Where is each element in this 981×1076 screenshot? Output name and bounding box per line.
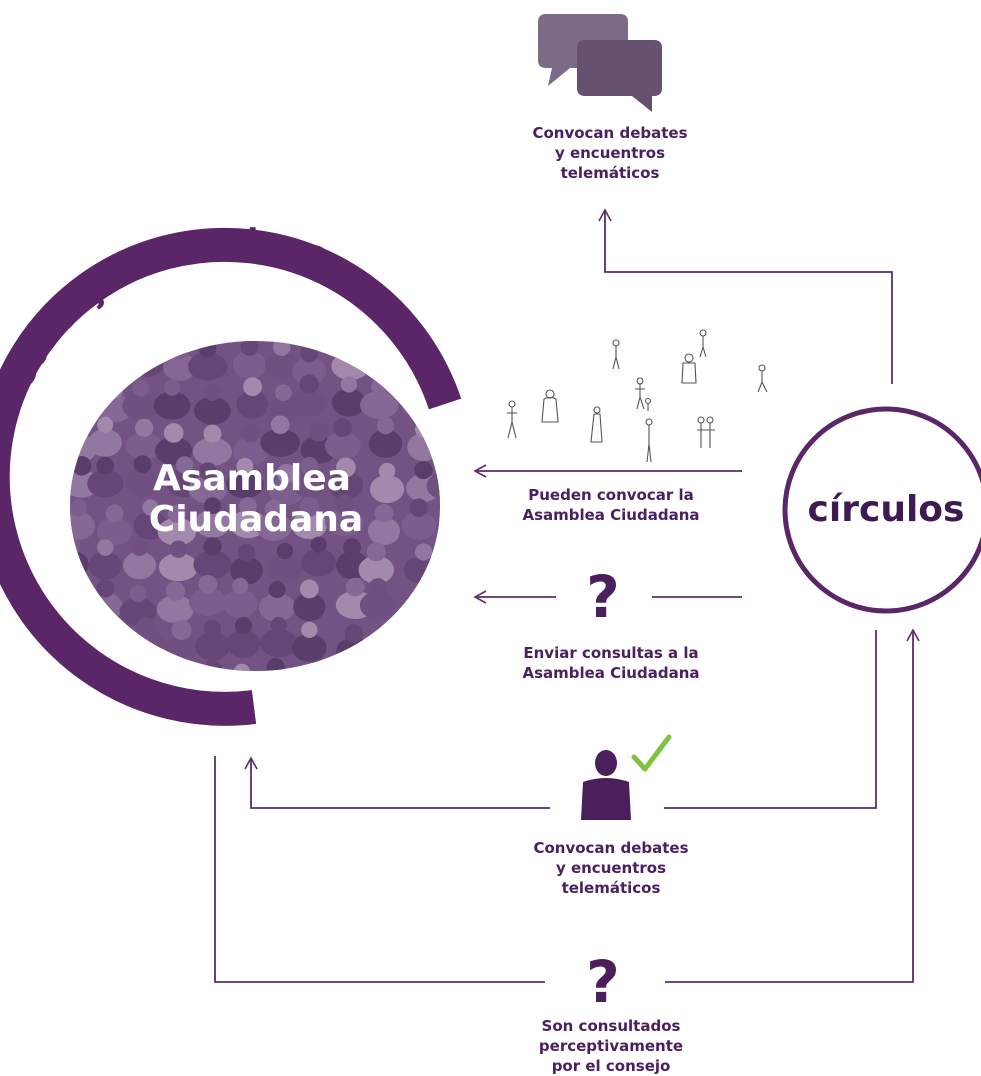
person-check-icon — [581, 734, 672, 820]
label-top-line: y encuentros — [554, 144, 666, 162]
speech-bubbles-icon — [538, 14, 662, 112]
label-top-line: Convocan debates — [532, 124, 688, 142]
circles-node — [782, 406, 981, 614]
label-middle: Convocan debates y encuentros telemático… — [480, 838, 742, 898]
arrow-circles-to-top — [598, 208, 893, 384]
label-middle-line: Convocan debates — [533, 839, 689, 857]
question-mark-icon: ? — [586, 563, 620, 631]
arrow-middle-right — [664, 630, 877, 809]
arrow-middle-left — [244, 756, 550, 809]
label-send: Enviar consultas a la Asamblea Ciudadana — [480, 643, 742, 683]
label-bottom: Son consultados perceptivamente por el c… — [480, 1016, 742, 1076]
label-send-line: Asamblea Ciudadana — [522, 664, 700, 682]
question-mark-icon: ? — [586, 948, 620, 1016]
label-send-line: Enviar consultas a la — [523, 644, 699, 662]
assembly-title-line1: Asamblea — [153, 458, 351, 499]
arrow-bottom-right — [665, 628, 920, 983]
arrow-bottom-left — [214, 756, 545, 983]
label-convene-line: Asamblea Ciudadana — [522, 506, 700, 524]
label-middle-line: telemáticos — [561, 879, 661, 897]
label-top-line: telemáticos — [560, 164, 660, 182]
label-convene: Pueden convocar la Asamblea Ciudadana — [480, 485, 742, 525]
label-convene-line: Pueden convocar la — [528, 486, 694, 504]
label-bottom-line: perceptivamente — [538, 1037, 684, 1055]
people-sketch-icon — [507, 329, 768, 463]
assembly-title-line2: Ciudadana — [149, 499, 363, 540]
label-top: Convocan debates y encuentros telemático… — [480, 123, 740, 183]
label-bottom-line: Son consultados — [541, 1017, 681, 1035]
label-middle-line: y encuentros — [555, 859, 667, 877]
label-bottom-line: por el consejo — [551, 1057, 671, 1075]
council-arc — [0, 227, 462, 726]
circles-label: círculos — [808, 489, 965, 530]
